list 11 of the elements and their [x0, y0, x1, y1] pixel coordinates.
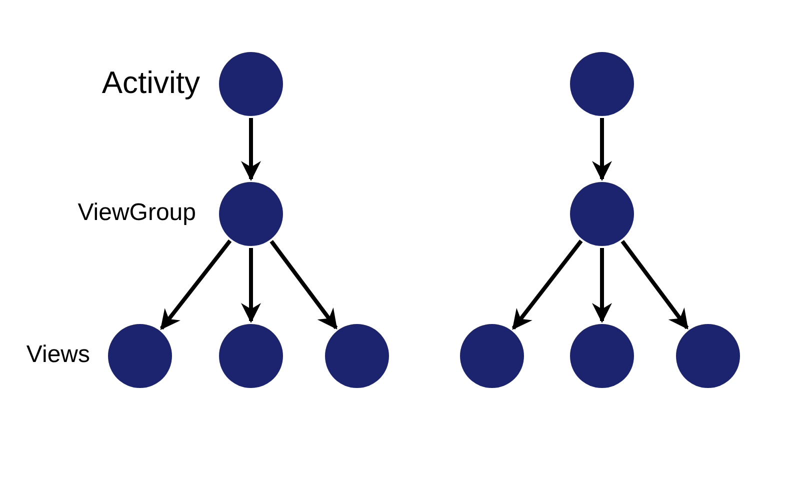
- arrow: [620, 240, 689, 330]
- arrow: [592, 118, 612, 181]
- arrow: [241, 248, 261, 323]
- arrow: [160, 240, 232, 330]
- arrow: [592, 248, 612, 323]
- arrow: [270, 240, 338, 330]
- arrow: [241, 118, 261, 181]
- node-label: Views: [26, 342, 90, 367]
- node-label: ViewGroup: [78, 200, 196, 225]
- node-label: Activity: [102, 66, 200, 98]
- arrow: [512, 240, 583, 330]
